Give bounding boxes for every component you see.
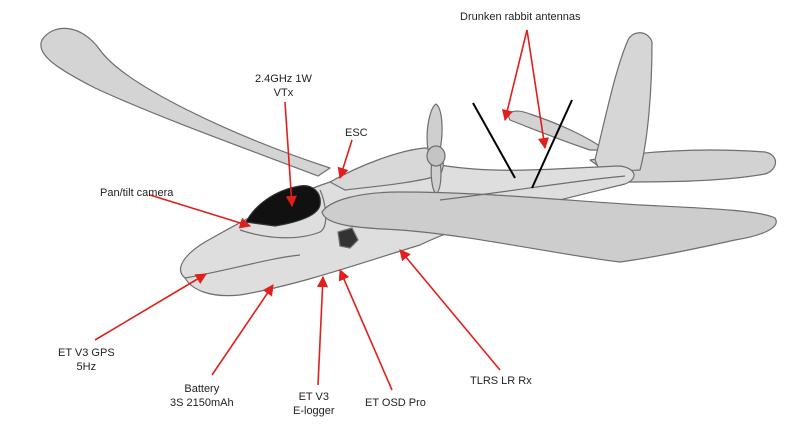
label-rx: TLRS LR Rx: [470, 374, 532, 388]
leader-camera: [149, 194, 252, 229]
label-gps-line1: ET V3 GPS: [58, 347, 115, 359]
boom-seam: [439, 175, 626, 201]
leader-elogger: [316, 275, 329, 386]
label-gps-line2: 5Hz: [76, 361, 97, 373]
label-rx-text: TLRS LR Rx: [470, 375, 532, 387]
label-esc-text: ESC: [345, 127, 368, 139]
label-camera-text: Pan/tilt camera: [100, 187, 174, 199]
leader-antennas-left: [501, 29, 528, 122]
canopy-frame: [239, 189, 327, 239]
label-battery-line2: 3S 2150mAh: [170, 397, 234, 409]
leader-vtx: [284, 101, 297, 208]
label-esc: ESC: [345, 126, 368, 140]
vertical-fin: [594, 32, 653, 173]
leader-osd: [338, 268, 393, 391]
antenna-right: [531, 99, 573, 189]
airplane-drawing: [40, 27, 777, 297]
leader-gps: [94, 273, 207, 341]
label-osd-text: ET OSD Pro: [365, 397, 426, 409]
stabilizer-left: [508, 110, 606, 151]
label-camera: Pan/tilt camera: [100, 186, 173, 200]
leader-rx: [399, 249, 501, 371]
label-elogger: ET V3 E-logger: [293, 390, 335, 418]
label-gps: ET V3 GPS 5Hz: [58, 346, 115, 374]
left-wing: [40, 27, 331, 177]
label-vtx-line1: 2.4GHz 1W: [255, 73, 312, 85]
pan-tilt-gimbal: [337, 227, 359, 249]
label-vtx-line2: VTx: [273, 87, 294, 99]
leader-lines: [94, 29, 550, 391]
antenna-left: [472, 102, 516, 179]
leader-esc: [337, 139, 353, 180]
right-wing: [321, 191, 777, 263]
leader-battery: [211, 284, 274, 376]
spinner: [426, 145, 446, 167]
label-antennas: Drunken rabbit antennas: [460, 10, 580, 24]
label-osd: ET OSD Pro: [365, 396, 426, 410]
canopy: [245, 185, 321, 227]
label-elogger-line2: E-logger: [293, 405, 335, 417]
label-battery: Battery 3S 2150mAh: [170, 382, 234, 410]
label-antennas-text: Drunken rabbit antennas: [460, 11, 581, 23]
leader-antennas-right: [526, 29, 550, 150]
propeller: [426, 103, 443, 151]
label-elogger-line1: ET V3: [298, 391, 329, 403]
label-battery-line1: Battery: [184, 383, 220, 395]
label-vtx: 2.4GHz 1W VTx: [255, 72, 312, 100]
